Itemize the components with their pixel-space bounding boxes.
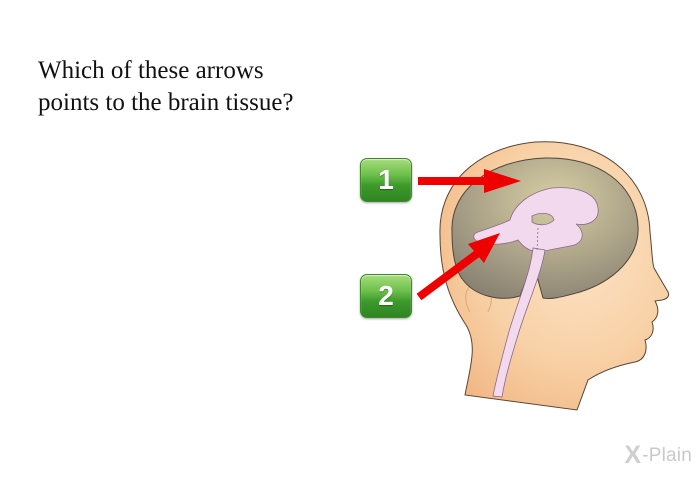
logo-text: -Plain (642, 445, 692, 466)
logo-mark: X (624, 441, 642, 469)
xplain-logo: X-Plain (624, 439, 692, 469)
answer-1-button[interactable]: 1 (360, 158, 412, 202)
arrow-1 (418, 169, 521, 193)
ventricles (473, 187, 599, 253)
question-line-1: Which of these arrows (38, 57, 264, 84)
question-line-2: points to the brain tissue? (38, 89, 294, 116)
canal-dotted-line (536, 227, 539, 253)
arrow-2 (416, 233, 500, 301)
spinal-canal (492, 247, 546, 398)
question-text: Which of these arrows points to the brai… (38, 55, 358, 119)
answer-2-button[interactable]: 2 (360, 274, 412, 318)
